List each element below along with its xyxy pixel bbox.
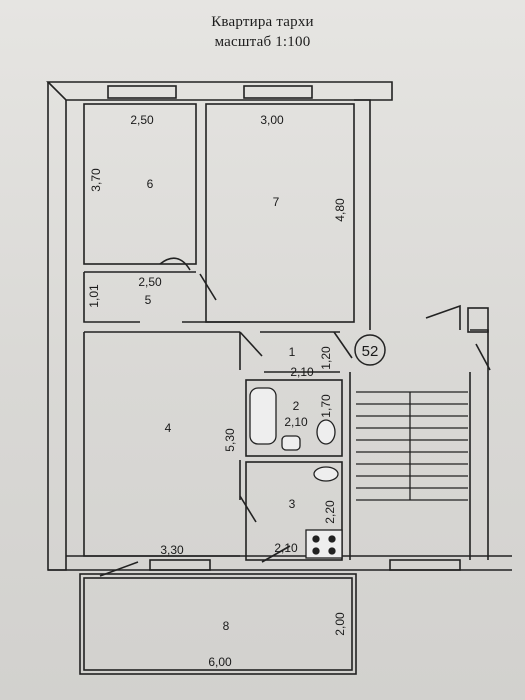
bottom-wall bbox=[48, 555, 512, 571]
dim-room8-width: 6,00 bbox=[208, 655, 232, 669]
room-3-outline bbox=[245, 461, 343, 561]
dim-room6-height: 3,70 bbox=[89, 168, 103, 192]
room-8-outline bbox=[83, 577, 353, 671]
balcony-outer bbox=[79, 573, 357, 675]
room-2-outline bbox=[245, 379, 343, 457]
bathtub-icon bbox=[249, 387, 277, 445]
right-wall-upper bbox=[354, 99, 371, 330]
room-7-outline bbox=[205, 103, 355, 323]
room-number-5: 5 bbox=[145, 293, 152, 307]
shaft bbox=[467, 307, 489, 333]
room-number-7: 7 bbox=[273, 195, 280, 209]
apartment-badge bbox=[354, 334, 386, 366]
dim-room7-height: 4,80 bbox=[333, 198, 347, 222]
dim-room1-height: 1,20 bbox=[319, 346, 333, 370]
door-room-6 bbox=[159, 257, 191, 271]
door-room-7 bbox=[199, 273, 217, 301]
window-room-4 bbox=[149, 559, 211, 571]
room-number-6: 6 bbox=[147, 177, 154, 191]
staircase-icon bbox=[356, 391, 468, 501]
door-balcony bbox=[99, 561, 139, 577]
plan-scale: масштаб 1:100 bbox=[214, 34, 311, 50]
room-6-outline bbox=[83, 103, 197, 265]
dim-room1-width: 2,10 bbox=[290, 365, 314, 379]
room-1-outline bbox=[260, 331, 340, 373]
dim-room4-height: 5,30 bbox=[223, 428, 237, 452]
dim-room2-width: 2,10 bbox=[284, 415, 308, 429]
room-number-1: 1 bbox=[289, 345, 296, 359]
window-room-6 bbox=[107, 85, 177, 99]
door-entry bbox=[333, 331, 353, 359]
left-wall bbox=[47, 82, 67, 571]
plan-title: Квартира тархи bbox=[211, 14, 314, 30]
toilet-icon bbox=[316, 419, 336, 445]
door-room-3 bbox=[261, 545, 291, 563]
dim-room6-width: 2,50 bbox=[130, 113, 154, 127]
room-number-2: 2 bbox=[293, 399, 300, 413]
dim-room5-width: 2,50 bbox=[138, 275, 162, 289]
right-wall-lower bbox=[470, 329, 489, 560]
apartment-badge-text: 52 bbox=[362, 343, 379, 360]
dim-room3-height: 2,20 bbox=[323, 500, 337, 524]
dim-room3-width: 2,10 bbox=[274, 541, 298, 555]
stove-icon bbox=[305, 529, 343, 559]
window-stairs bbox=[389, 559, 461, 571]
dim-room2-height: 1,70 bbox=[319, 394, 333, 418]
door-right bbox=[475, 343, 491, 371]
dim-room8-height: 2,00 bbox=[333, 612, 347, 636]
room-number-4: 4 bbox=[165, 421, 172, 435]
room-5-outline bbox=[83, 271, 196, 323]
room-number-3: 3 bbox=[289, 497, 296, 511]
stair-walls bbox=[349, 372, 471, 560]
top-wall bbox=[46, 81, 393, 101]
sink-icon bbox=[281, 435, 301, 451]
room-number-8: 8 bbox=[223, 619, 230, 633]
room-4-outline bbox=[83, 331, 240, 557]
dim-room7-width: 3,00 bbox=[260, 113, 284, 127]
dim-room4-width: 3,30 bbox=[160, 543, 184, 557]
window-room-7 bbox=[243, 85, 313, 99]
dim-room5-height: 1,01 bbox=[87, 284, 101, 308]
kitchen-sink-icon bbox=[313, 466, 339, 482]
door-room-1 bbox=[239, 331, 263, 357]
door-neighbor bbox=[425, 304, 461, 330]
door-room-4 bbox=[239, 495, 257, 523]
